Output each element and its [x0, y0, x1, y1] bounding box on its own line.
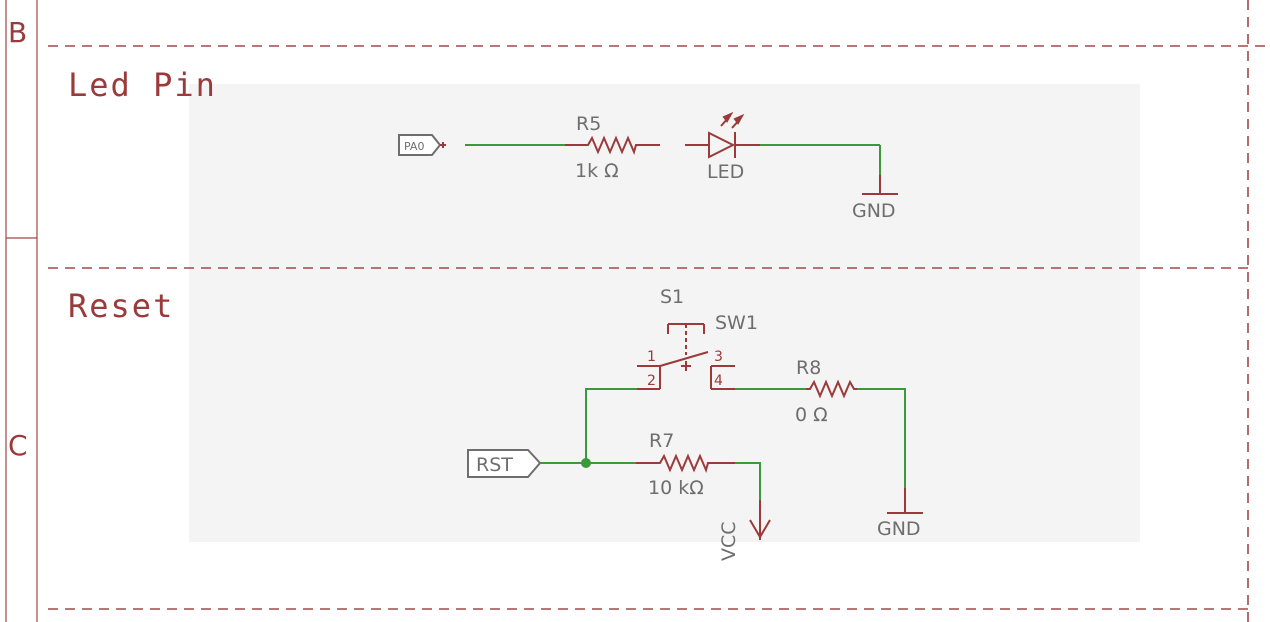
resistor-r7[interactable] [636, 453, 735, 473]
s1-value: SW1 [715, 312, 758, 334]
wire-r8-gnd [857, 388, 906, 488]
switch-s1[interactable] [637, 323, 735, 390]
gnd-label-reset: GND [877, 518, 921, 540]
switch-pin-3: 3 [714, 349, 723, 365]
ground-symbol-reset[interactable] [887, 488, 923, 514]
led-diode[interactable] [685, 111, 760, 159]
r5-value: 1k Ω [575, 160, 619, 182]
switch-pin-2: 2 [647, 373, 656, 389]
vcc-supply-symbol[interactable] [749, 500, 771, 540]
gnd-label-led: GND [852, 200, 896, 222]
r8-name: R8 [796, 357, 821, 379]
resistor-r5[interactable] [565, 135, 660, 155]
switch-pin-1: 1 [647, 349, 656, 365]
zone-label-top: B [8, 16, 27, 49]
junction-dot [581, 458, 591, 468]
r7-value: 10 kΩ [648, 477, 704, 499]
sheet-frame [5, 0, 1270, 622]
r7-name: R7 [649, 430, 674, 452]
svg-text:RST: RST [476, 454, 513, 476]
switch-pin-4: 4 [714, 373, 723, 389]
s1-name: S1 [660, 286, 684, 308]
svg-text:PA0: PA0 [404, 140, 424, 153]
reset-circuit: RST S1 SW1 1 2 3 4 R8 0 Ω [467, 286, 923, 561]
wire-switch-pin2 [585, 388, 637, 463]
led-name: LED [707, 161, 744, 183]
r5-name: R5 [576, 113, 601, 135]
module-highlight-area [189, 84, 1140, 542]
led-circuit: PA0 R5 1k Ω LED GND [398, 111, 898, 222]
net-label-pa0[interactable]: PA0 [398, 134, 446, 156]
section-title-led-pin: Led Pin [68, 66, 217, 104]
vcc-label: VCC [718, 521, 740, 561]
zone-label-bottom: C [8, 429, 28, 462]
resistor-r8[interactable] [806, 379, 857, 399]
section-title-reset: Reset [68, 287, 174, 325]
net-label-rst[interactable]: RST [467, 449, 542, 478]
ground-symbol-led[interactable] [862, 175, 898, 195]
r8-value: 0 Ω [795, 404, 828, 426]
